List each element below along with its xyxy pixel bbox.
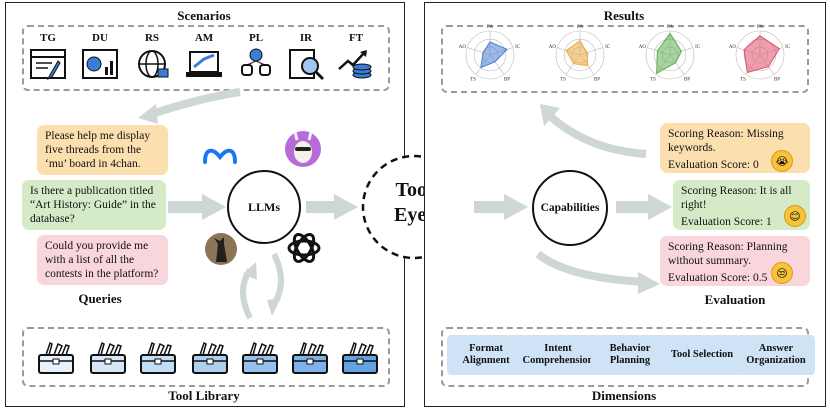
query-bubble-2: Is there a publication titled “Art Histo… <box>22 180 166 230</box>
llms-node: LLMs <box>227 170 301 244</box>
llama-photo-icon <box>205 233 237 265</box>
radar-axis-label: AO <box>549 45 557 50</box>
radar-axis-label: TS <box>740 78 746 83</box>
globe-icon <box>138 50 169 78</box>
scenario-tg: TG <box>26 32 70 86</box>
alpaca-avatar-icon <box>285 131 321 167</box>
meta-logo-icon <box>203 148 237 164</box>
scenario-code: RS <box>144 32 160 44</box>
data-understanding-icon <box>82 49 118 79</box>
radar-axis-label: AO <box>639 45 647 50</box>
capabilities-node: Capabilities <box>532 170 608 246</box>
scenarios-box <box>22 25 390 91</box>
scenario-code: DU <box>92 32 108 44</box>
capabilities-to-results-arrow <box>540 104 647 158</box>
dimension-behavior-planning: Behavior Planning <box>591 335 669 375</box>
smiling-face-icon: 😊 <box>784 205 806 227</box>
openai-logo-icon <box>287 233 321 263</box>
radar-axis-label: BP <box>504 78 510 83</box>
radar-axis-label: AO <box>459 45 467 50</box>
radar-axis-label: IC <box>515 45 521 50</box>
results-title: Results <box>603 8 645 23</box>
query-bubble-3: Could you provide me with a list of all … <box>37 235 168 285</box>
scenario-ft: FT <box>334 32 378 86</box>
tooleyes-line1: Tool <box>395 179 433 201</box>
radar-axis-label: BP <box>684 78 690 83</box>
radar-axis-label: BP <box>594 78 600 83</box>
query-to-llm-arrow <box>168 194 226 220</box>
query-bubble-1: Please help me display five threads from… <box>37 125 168 175</box>
dimension-intent-comprehension: Intent Comprehension <box>519 335 597 375</box>
radar-axis-label: IC <box>785 45 791 50</box>
toolbox-icon <box>342 341 378 374</box>
toolbox-icon <box>242 341 278 374</box>
tool-library-box <box>22 327 390 387</box>
radar-chart: FA IC BP TS AO <box>459 25 521 83</box>
dimension-answer-organization: Answer Organization <box>737 335 815 375</box>
radar-axis-label: FA <box>757 25 763 30</box>
radar-axis-label: TS <box>560 78 566 83</box>
dimension-tool-selection: Tool Selection <box>663 335 741 375</box>
crying-face-icon: 😭 <box>771 150 793 172</box>
scenario-code: PL <box>248 32 264 44</box>
radar-axis-label: FA <box>487 25 493 30</box>
evaluation-label: Evaluation <box>704 292 766 307</box>
capabilities-to-evaluation-arrow <box>535 250 660 294</box>
unamused-face-icon: 😒 <box>771 262 793 284</box>
evaluation-reason: Scoring Reason: Missing keywords. <box>668 128 784 154</box>
scenario-rs: RS <box>130 32 174 86</box>
llm-to-tooleyes-arrow <box>306 194 358 220</box>
results-box <box>441 25 809 93</box>
toolbox-icon <box>192 341 228 374</box>
scenarios-title: Scenarios <box>177 8 231 23</box>
radar-axis-label: IC <box>695 45 701 50</box>
radar-axis-label: TS <box>470 78 476 83</box>
scenario-code: FT <box>348 32 364 44</box>
capabilities-to-score-arrow <box>616 194 672 220</box>
evaluation-score: Evaluation Score: 0.5 <box>668 272 768 284</box>
radar-chart: FA IC BP TS AO <box>639 25 701 83</box>
scenario-am: AM <box>182 32 226 86</box>
scenario-code: AM <box>194 32 214 44</box>
radar-chart: FA IC BP TS AO <box>549 25 611 83</box>
text-generation-icon <box>30 49 66 81</box>
laptop-icon <box>186 51 222 77</box>
toolbox-icon <box>90 341 126 374</box>
radar-chart: FA IC BP TS AO <box>729 25 791 83</box>
tooleyes-to-capabilities-arrow <box>474 194 528 220</box>
evaluation-score: Evaluation Score: 1 <box>681 216 772 228</box>
evaluation-score: Evaluation Score: 0 <box>668 159 759 171</box>
radar-axis-label: AO <box>729 45 737 50</box>
radar-axis-label: TS <box>650 78 656 83</box>
llm-tool-cycle-arrows <box>240 252 284 320</box>
scenario-ir: IR <box>284 32 328 86</box>
personal-life-icon <box>241 48 271 76</box>
dimension-format-alignment: Format Alignment <box>447 335 525 375</box>
finance-icon <box>338 50 372 79</box>
queries-label: Queries <box>78 291 122 306</box>
toolbox-icon <box>292 341 328 374</box>
radar-axis-label: BP <box>774 78 780 83</box>
scenario-to-query-arrow <box>138 88 241 124</box>
scenario-code: TG <box>40 32 56 44</box>
search-document-icon <box>289 49 325 81</box>
dimensions-title: Dimensions <box>591 388 657 403</box>
scenario-du: DU <box>78 32 122 86</box>
scenario-pl: PL <box>234 32 278 86</box>
scenario-code: IR <box>299 32 313 44</box>
evaluation-reason: Scoring Reason: It is all right! <box>681 185 792 211</box>
toolbox-icon <box>38 341 74 374</box>
radar-axis-label: IC <box>605 45 611 50</box>
tool-library-title: Tool Library <box>168 388 240 403</box>
radar-axis-label: FA <box>667 25 673 30</box>
radar-axis-label: FA <box>577 25 583 30</box>
toolbox-icon <box>140 341 176 374</box>
evaluation-reason: Scoring Reason: Planning without summary… <box>668 241 788 267</box>
